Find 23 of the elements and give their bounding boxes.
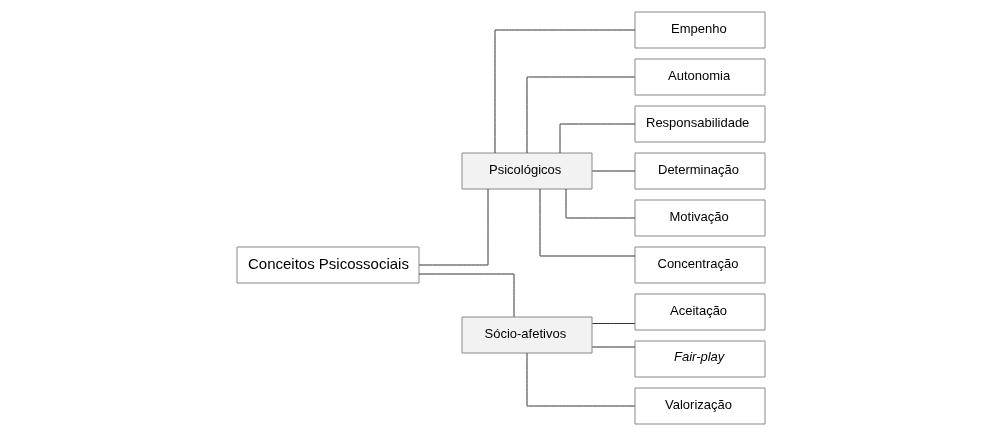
connector <box>526 352 635 407</box>
connector <box>418 188 488 266</box>
node-box: Sócio-afetivos <box>461 316 592 354</box>
connector <box>526 76 635 154</box>
connector <box>539 188 635 257</box>
node-box: Determinação <box>634 152 765 190</box>
connector <box>591 346 635 348</box>
node-box: Valorização <box>634 387 765 425</box>
node-box: Fair-play <box>634 340 765 378</box>
connector <box>591 323 635 324</box>
connector <box>591 170 635 172</box>
connector <box>418 273 514 318</box>
connector <box>565 188 635 219</box>
node-box: Autonomia <box>634 58 765 96</box>
connector <box>559 123 635 154</box>
node-box: Conceitos Psicossociais <box>236 246 419 284</box>
node-box: Aceitação <box>634 293 765 331</box>
connector <box>494 29 635 154</box>
node-box: Motivação <box>634 199 765 237</box>
node-box: Empenho <box>634 11 765 49</box>
node-box: Psicológicos <box>461 152 592 190</box>
node-box: Concentração <box>634 246 765 284</box>
node-box: Responsabilidade <box>634 105 765 143</box>
